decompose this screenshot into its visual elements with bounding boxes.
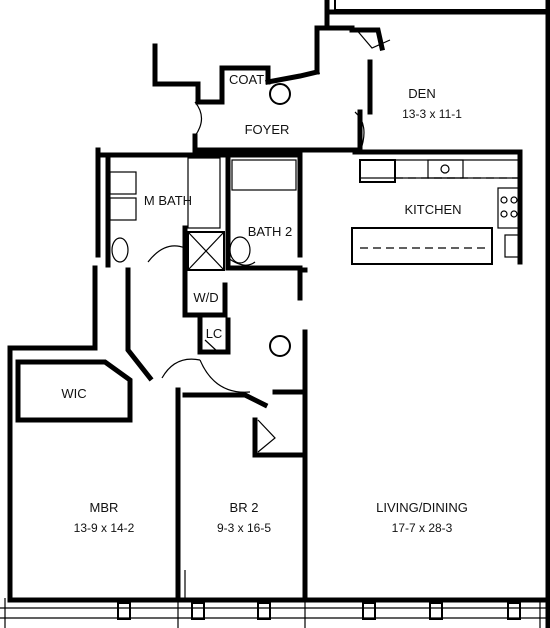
master-bath-label: M BATH [144,193,192,208]
foyer-label: FOYER [245,122,290,137]
bath2-label: BATH 2 [248,224,293,239]
living-dining-label: LIVING/DINING [376,500,468,515]
wd-label: W/D [193,290,218,305]
den-label: DEN [408,86,435,101]
mbr-dims: 13-9 x 14-2 [74,521,135,535]
fixtures [109,27,521,598]
window-strip [0,598,550,628]
room-labels: COAT DEN 13-3 x 11-1 FOYER M BATH KITCHE… [61,72,468,535]
kitchen-label: KITCHEN [404,202,461,217]
coat-label: COAT [229,72,264,87]
lc-label: LC [206,326,223,341]
mbr-label: MBR [90,500,119,515]
br2-label: BR 2 [230,500,259,515]
wic-label: WIC [61,386,86,401]
den-dims: 13-3 x 11-1 [402,107,462,121]
exterior-walls [7,0,550,628]
living-dining-dims: 17-7 x 28-3 [392,521,453,535]
br2-dims: 9-3 x 16-5 [217,521,271,535]
